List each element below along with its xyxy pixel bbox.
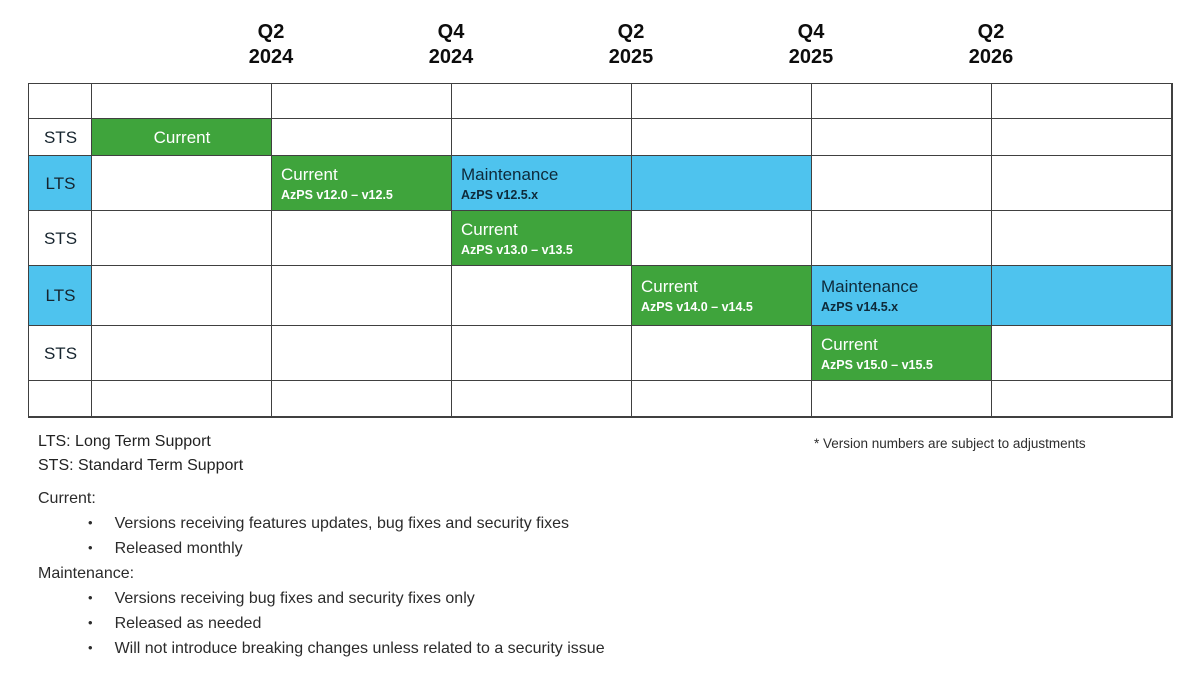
bar-subtitle: AzPS v14.5.x [821, 300, 899, 314]
grid-cell [992, 119, 1172, 156]
bar-title: Current [461, 219, 518, 239]
grid-cell [272, 381, 452, 417]
row-label-sts: STS [29, 119, 92, 156]
definition-bullet-text: Versions receiving bug fixes and securit… [114, 590, 475, 607]
grid-cell [632, 326, 812, 381]
definitions: Current: • Versions receiving features u… [38, 486, 605, 661]
grid-cell [92, 326, 272, 381]
legend-sts: STS: Standard Term Support [38, 457, 244, 474]
grid-cell [812, 211, 992, 266]
bar-subtitle: AzPS v14.0 – v14.5 [641, 300, 753, 314]
bullet-dot-icon: • [88, 590, 93, 605]
row-label-sts: STS [29, 211, 92, 266]
quarter-name: Q2 [977, 21, 1005, 43]
definition-bullet-text: Released as needed [114, 615, 262, 632]
support-bar-maintenance: Maintenance AzPS v12.5.x [452, 156, 812, 211]
row-label-lts: LTS [29, 156, 92, 211]
row-label-lts: LTS [29, 266, 92, 326]
grid-cell [812, 84, 992, 119]
quarter-year: 2026 [968, 46, 1014, 68]
grid-cell [812, 381, 992, 417]
quarter-label: Q2 2024 [201, 20, 341, 70]
grid-cell [812, 119, 992, 156]
grid-cell [272, 84, 452, 119]
grid-cell [992, 211, 1172, 266]
grid-cell [992, 381, 1172, 417]
support-bar-current: Current AzPS v15.0 – v15.5 [812, 326, 992, 381]
bar-subtitle: AzPS v12.0 – v12.5 [281, 187, 393, 202]
grid-cell [452, 266, 632, 326]
grid-cell [29, 84, 92, 119]
definition-term-maintenance: Maintenance: [38, 565, 135, 582]
definition-bullet: • Versions receiving features updates, b… [88, 511, 605, 536]
definition-bullet: • Will not introduce breaking changes un… [88, 636, 605, 661]
grid-cell [452, 326, 632, 381]
definition-bullet-text: Versions receiving features updates, bug… [114, 515, 570, 532]
support-bar-maintenance: Maintenance AzPS v14.5.x [812, 266, 1172, 326]
version-footnote: * Version numbers are subject to adjustm… [814, 436, 1086, 451]
definition-bullet-text: Will not introduce breaking changes unle… [114, 640, 605, 657]
grid-cell [992, 156, 1172, 211]
grid-cell [92, 266, 272, 326]
grid-cell [272, 119, 452, 156]
support-bar-current: Current AzPS v14.0 – v14.5 [632, 266, 812, 326]
bullet-dot-icon: • [88, 640, 93, 655]
support-bar-current: Current [92, 119, 272, 156]
legend: LTS: Long Term Support STS: Standard Ter… [38, 430, 243, 478]
bar-subtitle: AzPS v12.5.x [461, 187, 539, 202]
quarter-label: Q4 2025 [741, 20, 881, 70]
quarter-year: 2025 [788, 46, 834, 68]
bar-title: Maintenance [461, 164, 559, 184]
bar-title: Current [281, 164, 338, 184]
grid-cell [812, 156, 992, 211]
grid-cell [29, 381, 92, 417]
grid-cell [992, 84, 1172, 119]
definition-bullet-text: Released monthly [114, 540, 243, 557]
definition-term-current: Current: [38, 490, 96, 507]
quarter-name: Q2 [617, 21, 645, 43]
bar-title: Current [641, 277, 698, 296]
bar-title: Maintenance [821, 277, 919, 296]
support-bar-current: Current AzPS v12.0 – v12.5 [272, 156, 452, 211]
grid-cell [632, 119, 812, 156]
grid-cell [992, 326, 1172, 381]
bar-title: Current [153, 127, 211, 147]
quarter-label: Q2 2026 [921, 20, 1061, 70]
support-bar-current: Current AzPS v13.0 – v13.5 [452, 211, 632, 266]
grid-cell [632, 381, 812, 417]
grid-cell [452, 119, 632, 156]
legend-lts: LTS: Long Term Support [38, 433, 211, 450]
bullet-dot-icon: • [88, 515, 93, 530]
row-label-sts: STS [29, 326, 92, 381]
quarter-label: Q2 2025 [561, 20, 701, 70]
grid-cell [92, 84, 272, 119]
quarter-name: Q4 [437, 21, 465, 43]
timeline-table: STS LTS STS LTS STS Current Current AzPS… [28, 83, 1173, 418]
grid-cell [632, 211, 812, 266]
grid-cell [92, 381, 272, 417]
bullet-dot-icon: • [88, 615, 93, 630]
bar-subtitle: AzPS v15.0 – v15.5 [821, 357, 933, 372]
grid-cell [272, 211, 452, 266]
bar-subtitle: AzPS v13.0 – v13.5 [461, 242, 573, 257]
bullet-dot-icon: • [88, 540, 93, 555]
grid-cell [452, 381, 632, 417]
quarter-year: 2024 [428, 46, 474, 68]
quarter-name: Q4 [797, 21, 825, 43]
grid-cell [452, 84, 632, 119]
quarter-year: 2024 [248, 46, 294, 68]
grid-cell [92, 156, 272, 211]
quarter-label: Q4 2024 [381, 20, 521, 70]
definition-bullet: • Versions receiving bug fixes and secur… [88, 586, 605, 611]
quarter-name: Q2 [257, 21, 285, 43]
grid-cell [272, 326, 452, 381]
definition-bullet: • Released as needed [88, 611, 605, 636]
grid-cell [632, 84, 812, 119]
definition-bullet: • Released monthly [88, 536, 605, 561]
bar-title: Current [821, 334, 878, 354]
grid-cell [92, 211, 272, 266]
grid-cell [272, 266, 452, 326]
quarter-year: 2025 [608, 46, 654, 68]
